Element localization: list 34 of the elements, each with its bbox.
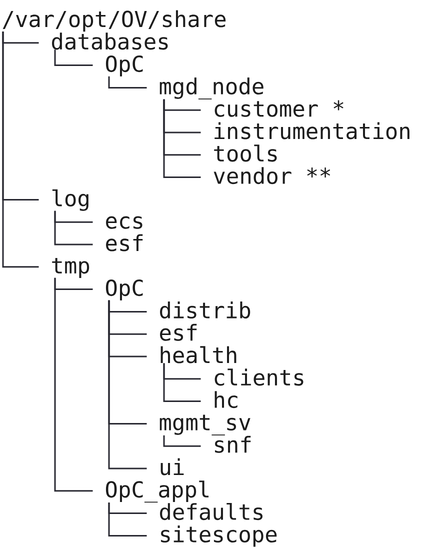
folder-name: tmp (52, 258, 90, 278)
folder-name: ui (160, 458, 184, 476)
tree-line (54, 50, 93, 66)
folder-name: hc (214, 391, 238, 408)
folder-name: esf (106, 234, 143, 252)
folder-name: databases (52, 32, 168, 50)
folder-name: sitescope (161, 525, 277, 547)
folder-name: vendor ** (214, 167, 330, 184)
folder-name: OpC (106, 55, 143, 76)
folder-name: esf (160, 324, 197, 341)
tree-line (163, 99, 201, 178)
folder-name: OpC_appl (106, 480, 209, 503)
folder-name: tools (214, 144, 277, 162)
tree-line (108, 300, 147, 470)
tree-line (163, 363, 201, 402)
folder-name: mgd_node (160, 77, 264, 100)
tree-line (108, 76, 147, 88)
folder-name: customer * (214, 100, 344, 117)
folder-name: clients (214, 368, 304, 386)
folder-name: instrumentation (214, 122, 410, 140)
tree-line (163, 435, 201, 447)
folder-name: snf (215, 436, 251, 453)
tree-line (54, 210, 93, 246)
folder-name: OpC (106, 279, 143, 300)
tree-line (54, 278, 93, 492)
tree-line (2, 32, 39, 268)
folder-name: log (52, 189, 88, 211)
folder-name: health (160, 346, 236, 364)
folder-name: /var/opt/OV/share (2, 10, 226, 32)
folder-name: distrib (160, 301, 250, 318)
folder-name: defaults (160, 502, 262, 520)
tree-line (108, 502, 147, 536)
folder-name: ecs (106, 216, 142, 229)
folder-name: mgmt_sv (160, 414, 250, 436)
